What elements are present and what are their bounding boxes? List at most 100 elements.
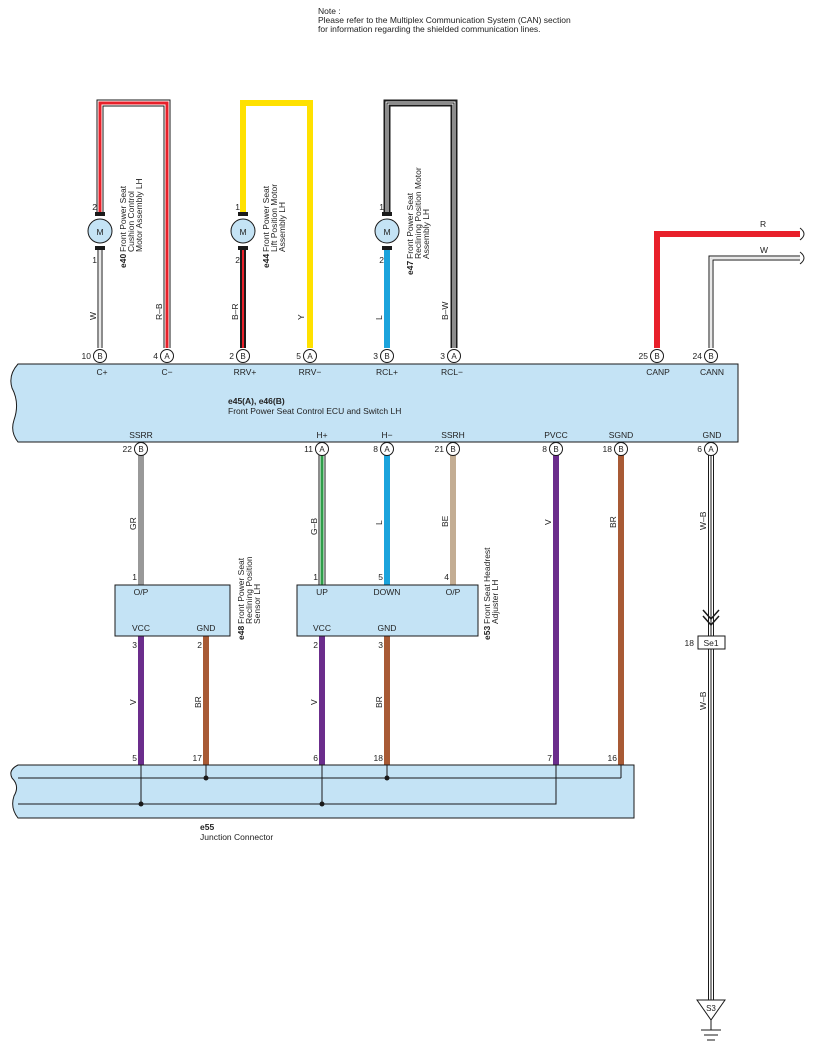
motor-e40-name-2: Cushion Control <box>126 191 136 252</box>
wire-label-h-minus: L <box>374 520 384 525</box>
ecu-name: Front Power Seat Control ECU and Switch … <box>228 406 401 416</box>
wire-label-sensor-vcc: V <box>128 699 138 705</box>
adjuster-pin-down: 5 <box>378 572 383 582</box>
pin-number: 5 <box>296 351 301 361</box>
wire-label-h-plus: G–B <box>309 518 319 535</box>
pin-number: 22 <box>123 444 133 454</box>
pin-letter: B <box>97 352 102 361</box>
motor-e47-pin-top: 1 <box>379 202 384 212</box>
pin-marker: B2 <box>229 349 250 363</box>
sensor-name-3: Sensor LH <box>252 584 262 624</box>
motor-e40-pin-top: 2 <box>92 202 97 212</box>
pin-number: 6 <box>697 444 702 454</box>
pin-letter: A <box>307 352 313 361</box>
pin-marker: B3 <box>373 349 394 363</box>
pin-number: 21 <box>435 444 445 454</box>
signal-h-minus: H− <box>381 430 392 440</box>
pin-marker: B 24 <box>693 349 718 363</box>
pin-number: 24 <box>693 351 703 361</box>
sensor-code: e48 <box>236 626 246 640</box>
motor-e47-name-1: Front Power Seat <box>405 192 415 259</box>
sensor-name-2: Reclining Position <box>244 556 254 624</box>
pin-number: 4 <box>153 351 158 361</box>
wire-ssrh: BE <box>440 454 456 585</box>
pin-letter: B <box>618 445 623 454</box>
junction-pin: 18 <box>374 753 384 763</box>
motor-e44: M 1 2 e44 Front Power Seat Lift Position… <box>230 184 287 268</box>
motor-e40-name-1: Front Power Seat <box>118 185 128 252</box>
top-wire-labels: W R–B B–R Y L B–W <box>88 302 450 320</box>
pin-letter: A <box>384 445 390 454</box>
adjuster-terminal-op: O/P <box>446 587 461 597</box>
wire-label-rrv-minus: Y <box>296 314 306 320</box>
pin-number: 8 <box>542 444 547 454</box>
pin-letter: B <box>384 352 389 361</box>
signal-h-plus: H+ <box>316 430 327 440</box>
note: Note : Please refer to the Multiplex Com… <box>318 7 571 34</box>
wire-h-minus: L <box>374 454 390 585</box>
wire-label-adjuster-gnd: BR <box>374 696 384 708</box>
motor-e44-name-2: Lift Position Motor <box>269 184 279 252</box>
junction-name: Junction Connector <box>200 832 273 842</box>
motor-e47-name-2: Reclining Position Motor <box>413 167 423 259</box>
signal-c-minus: C− <box>161 367 172 377</box>
adjuster-name-1: Front Seat Headrest <box>482 547 492 624</box>
note-title: Note : <box>318 6 341 16</box>
pin-number: 18 <box>603 444 613 454</box>
motor-e40-code: e40 <box>118 254 128 268</box>
pin-marker: A4 <box>153 349 174 363</box>
signal-ssrr: SSRR <box>129 430 153 440</box>
splice-se1: Se1 18 <box>685 635 726 650</box>
adjuster-name-2: Adjuster LH <box>490 580 500 624</box>
wire-pvcc: V <box>543 454 559 765</box>
junction-code: e55 <box>200 822 214 832</box>
wire-sgnd: BR <box>608 454 624 765</box>
pin-number: 8 <box>373 444 378 454</box>
wire-adjuster-vcc: V <box>309 636 325 765</box>
pin-letter: B <box>138 445 143 454</box>
motor-e47: M 1 2 e47 Front Power Seat Reclining Pos… <box>374 167 431 275</box>
pin-marker: A11 <box>304 442 329 456</box>
ecu-bottom-pins: B22 A11 A8 B21 B8 B18 A6 <box>123 442 718 456</box>
signal-ssrh: SSRH <box>441 430 465 440</box>
adjuster-terminal-gnd: GND <box>378 623 397 633</box>
pin-number: 25 <box>639 351 649 361</box>
wire-rrv-minus <box>240 100 313 348</box>
ecu-top-pins: B10 A4 B2 A5 B3 A3 B25 B24 <box>82 349 718 363</box>
pin-number: 3 <box>373 351 378 361</box>
pin-marker: A6 <box>697 442 718 456</box>
signal-rrv-plus: RRV+ <box>234 367 257 377</box>
wire-label-ssrh: BE <box>440 515 450 527</box>
junction-pin: 7 <box>547 753 552 763</box>
pin-number: 11 <box>304 444 313 454</box>
note-line-1: Please refer to the Multiplex Communicat… <box>318 15 571 25</box>
pin-number: 2 <box>229 351 234 361</box>
signal-rrv-minus: RRV− <box>299 367 322 377</box>
wire-canp: R <box>654 219 805 348</box>
wire-adjuster-gnd: BR <box>374 636 390 765</box>
motor-symbol: M <box>96 227 103 237</box>
sensor-pin-vcc: 3 <box>132 640 137 650</box>
wire-label-gnd: W–B <box>698 511 708 530</box>
pin-letter: B <box>708 352 713 361</box>
wire-c-minus <box>96 99 171 348</box>
wire-h-plus: G–B <box>309 454 326 585</box>
wire-label-c-minus: R–B <box>154 303 164 320</box>
pin-number: 3 <box>440 351 445 361</box>
junction-pin: 5 <box>132 753 137 763</box>
pin-marker: B10 <box>82 349 107 363</box>
wire-cann: W <box>708 245 805 348</box>
note-line-2: for information regarding the shielded c… <box>318 24 541 34</box>
sensor-name-1: Front Power Seat <box>236 557 246 624</box>
signal-sgnd: SGND <box>609 430 634 440</box>
ground-s3: S3 <box>696 999 726 1041</box>
adjuster-code: e53 <box>482 626 492 640</box>
wire-gnd: W–B W–B <box>698 454 720 1000</box>
motor-e44-pin-bottom: 2 <box>235 255 240 265</box>
pin-marker: A8 <box>373 442 394 456</box>
motor-e40: M 2 1 e40 Front Power Seat Cushion Contr… <box>87 178 144 268</box>
junction-pin: 6 <box>313 753 318 763</box>
wire-label-ssrr: GR <box>128 517 138 530</box>
pin-marker: B 22 <box>123 442 148 456</box>
adjuster-pin-up: 1 <box>313 572 318 582</box>
